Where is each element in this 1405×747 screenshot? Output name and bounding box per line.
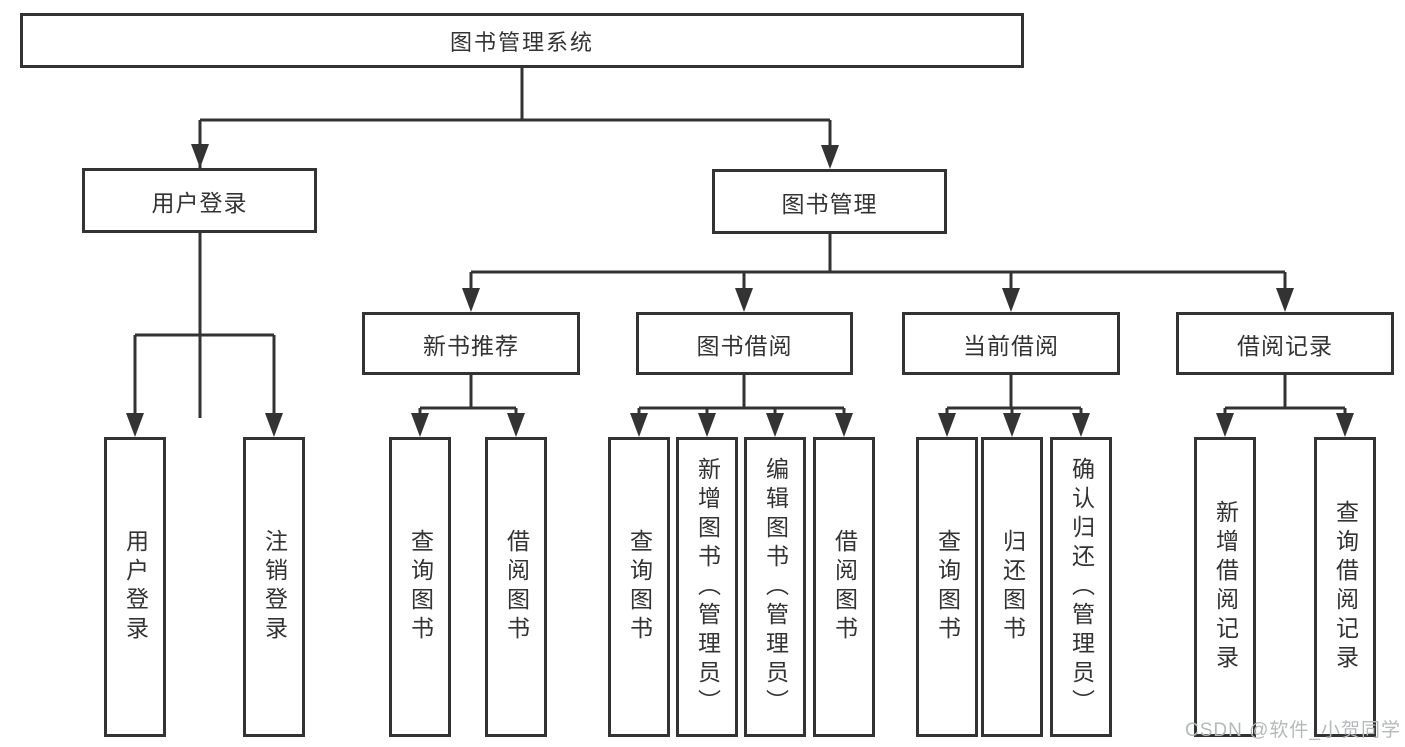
leaf-user-login-label: 用户登录 [122,529,149,645]
arrow-to-leaf-br-add [1216,413,1234,437]
arrowheads [126,144,1354,437]
arrow-to-current-borrow [1002,288,1020,312]
arrow-to-leaf-cb-return [1003,413,1021,437]
arrow-to-leaf-nb-query [411,413,429,437]
leaf-logout-label: 注销登录 [261,529,288,645]
leaf-cb-return-label: 归还图书 [999,529,1026,645]
arrow-to-leaf-br-query [1336,413,1354,437]
edge-borrowrecord-subtree [1223,375,1347,415]
node-leaf-cb-return: 归还图书 [981,437,1043,737]
arrow-to-new-book-rec [462,288,480,312]
arrow-to-leaf-cb-query [938,413,956,437]
leaf-bb-query-label: 查询图书 [626,529,653,645]
leaf-nb-query-label: 查询图书 [407,529,434,645]
node-leaf-cb-confirm: 确认归还（管理员） [1050,437,1112,737]
arrow-to-leaf-bb-add [698,413,716,437]
node-current-borrow-label: 当前借阅 [963,332,1059,359]
node-leaf-bb-query: 查询图书 [608,437,670,737]
node-user-login: 用户登录 [82,168,317,233]
node-root-label: 图书管理系统 [449,29,594,55]
node-leaf-bb-edit: 编辑图书（管理员） [744,437,806,737]
edge-root-trunk [198,68,832,418]
csdn-watermark: CSDN @软件_小贺同学 [1185,720,1401,741]
node-leaf-br-add: 新增借阅记录 [1194,437,1256,737]
node-leaf-nb-borrow: 借阅图书 [485,437,547,737]
node-new-book-rec: 新书推荐 [362,312,580,375]
arrow-to-leaf-nb-borrow [507,413,525,437]
node-leaf-nb-query: 查询图书 [389,437,451,737]
node-leaf-logout: 注销登录 [243,437,305,737]
leaf-cb-query-label: 查询图书 [934,529,961,645]
node-borrow-record-label: 借阅记录 [1237,332,1333,359]
node-current-borrow: 当前借阅 [902,312,1120,375]
edge-userlogin-subtree [133,233,276,415]
leaf-nb-borrow-label: 借阅图书 [503,529,530,645]
arrow-to-book-borrow [735,288,753,312]
leaf-cb-confirm-label: 确认归还（管理员） [1068,456,1095,718]
node-book-borrow: 图书借阅 [636,312,853,375]
node-root: 图书管理系统 [20,13,1024,68]
arrow-to-user-login [191,144,209,168]
leaf-br-query-label: 查询借阅记录 [1332,500,1359,674]
node-leaf-br-query: 查询借阅记录 [1314,437,1376,737]
arrow-to-leaf-user-login [126,413,144,437]
edge-newbookrec-subtree [418,375,518,415]
arrow-to-borrow-record [1276,288,1294,312]
arrow-to-leaf-bb-edit [766,413,784,437]
node-leaf-user-login: 用户登录 [104,437,166,737]
edge-bookmgmt-subtree [469,234,1287,290]
node-new-book-rec-label: 新书推荐 [423,332,519,359]
arrow-to-leaf-bb-query [630,413,648,437]
node-user-login-label: 用户登录 [151,189,248,216]
leaf-bb-edit-label: 编辑图书（管理员） [762,456,789,718]
edge-bookborrow-subtree [637,375,846,415]
arrow-to-book-mgmt [821,145,839,169]
arrow-to-leaf-bb-borrow [835,413,853,437]
leaf-bb-add-label: 新增图书（管理员） [694,456,721,718]
node-borrow-record: 借阅记录 [1176,312,1394,375]
node-leaf-cb-query: 查询图书 [916,437,978,737]
leaf-bb-borrow-label: 借阅图书 [831,529,858,645]
node-leaf-bb-add: 新增图书（管理员） [676,437,738,737]
node-book-mgmt-label: 图书管理 [781,190,878,217]
edge-currentborrow-subtree [945,375,1083,415]
arrow-to-leaf-logout [265,413,283,437]
leaf-br-add-label: 新增借阅记录 [1212,500,1239,674]
node-book-borrow-label: 图书借阅 [696,332,793,359]
node-book-mgmt: 图书管理 [712,169,947,234]
arrow-to-leaf-cb-confirm [1072,413,1090,437]
node-leaf-bb-borrow: 借阅图书 [813,437,875,737]
